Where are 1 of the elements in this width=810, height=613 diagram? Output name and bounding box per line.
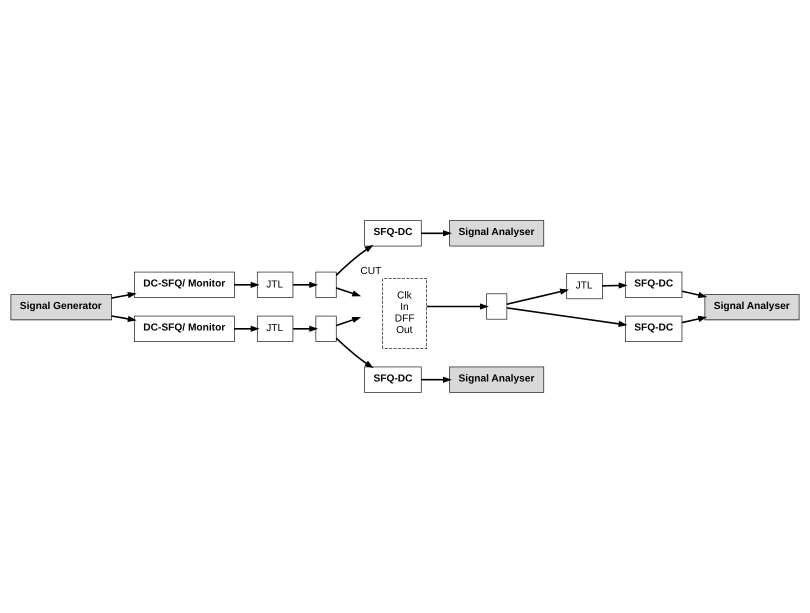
node-label: CUT [360,266,382,277]
